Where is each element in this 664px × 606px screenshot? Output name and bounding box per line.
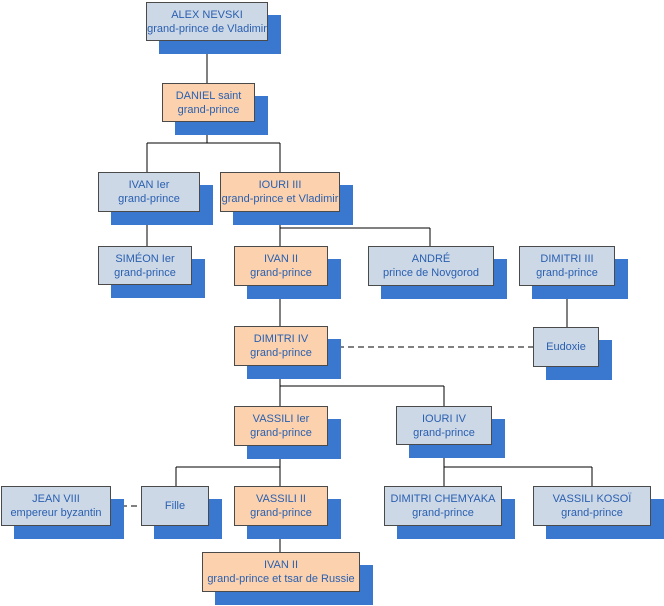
person-node-dimitri_chemyaka: DIMITRI CHEMYAKA grand-prince xyxy=(384,486,515,539)
person-node-vassili1: VASSILI Ier grand-prince xyxy=(234,406,341,459)
person-box: ANDRÉ prince de Novgorod xyxy=(368,246,494,286)
person-title: grand-prince et tsar de Russie xyxy=(207,573,355,585)
person-name: VASSILI II xyxy=(256,493,306,505)
person-title: grand-prince xyxy=(412,507,474,519)
person-title: grand-prince xyxy=(250,347,312,359)
person-name: SIMÉON Ier xyxy=(115,252,175,265)
person-node-eudoxie: Eudoxie xyxy=(533,327,612,380)
person-name: VASSILI Ier xyxy=(252,413,310,425)
person-box: VASSILI KOSOÏ grand-prince xyxy=(533,486,651,526)
person-box: VASSILI II grand-prince xyxy=(234,486,328,526)
person-title: grand-prince xyxy=(250,427,312,439)
person-title: grand-prince et Vladimir xyxy=(221,193,339,205)
person-title: grand-prince xyxy=(114,266,176,279)
person-name: Fille xyxy=(164,500,186,512)
person-box: VASSILI Ier grand-prince xyxy=(234,406,328,446)
person-node-iouri3: IOURI III grand-prince et Vladimir xyxy=(220,172,353,225)
person-name: DIMITRI IV xyxy=(253,333,309,345)
person-box: DIMITRI III grand-prince xyxy=(519,246,615,286)
person-name: DIMITRI CHEMYAKA xyxy=(390,493,496,505)
person-box: DIMITRI CHEMYAKA grand-prince xyxy=(384,486,502,526)
person-title: prince de Novgorod xyxy=(382,267,479,279)
person-name: DIMITRI III xyxy=(540,253,594,265)
person-title: grand-prince xyxy=(118,193,180,205)
person-title: grand-prince xyxy=(250,267,312,279)
person-node-ivan2a: IVAN II grand-prince xyxy=(234,246,341,299)
person-title: empereur byzantin xyxy=(10,507,102,519)
person-node-jean8: JEAN VIII empereur byzantin xyxy=(1,486,124,539)
person-box: Eudoxie xyxy=(533,327,599,367)
person-node-dimitri3: DIMITRI III grand-prince xyxy=(519,246,628,299)
person-title: grand-prince xyxy=(561,507,623,519)
person-node-ivan2b: IVAN II grand-prince et tsar de Russie xyxy=(202,552,373,605)
person-name: JEAN VIII xyxy=(32,493,80,505)
person-node-andre: ANDRÉ prince de Novgorod xyxy=(368,246,507,299)
person-title: grand-prince xyxy=(413,426,475,439)
person-box: Fille xyxy=(141,486,209,526)
person-name: IVAN Ier xyxy=(128,179,170,191)
person-name: ANDRÉ xyxy=(411,253,451,265)
person-name: DANIEL saint xyxy=(175,89,242,102)
person-name: IOURI IV xyxy=(421,412,466,425)
person-title: grand-prince xyxy=(250,507,312,519)
person-title: grand-prince xyxy=(177,103,240,116)
person-title: grand-prince de Vladimir xyxy=(147,22,267,35)
person-box: IVAN Ier grand-prince xyxy=(98,172,200,212)
person-name: Eudoxie xyxy=(546,341,586,353)
person-title: grand-prince xyxy=(536,267,598,279)
person-name: ALEX NEVSKI xyxy=(171,8,243,21)
person-box: JEAN VIII empereur byzantin xyxy=(1,486,111,526)
person-box: IVAN II grand-prince et tsar de Russie xyxy=(202,552,360,592)
person-box: IVAN II grand-prince xyxy=(234,246,328,286)
person-name: IOURI III xyxy=(258,179,302,191)
person-node-ivan1: IVAN Ier grand-prince xyxy=(98,172,213,225)
person-box: IOURI III grand-prince et Vladimir xyxy=(220,172,340,212)
person-node-vassili2: VASSILI II grand-prince xyxy=(234,486,341,539)
person-name: IVAN II xyxy=(263,253,299,265)
person-node-fille: Fille xyxy=(141,486,222,539)
person-box: DIMITRI IV grand-prince xyxy=(234,326,328,366)
person-name: VASSILI KOSOÏ xyxy=(552,493,632,505)
person-node-vassili_kosoi: VASSILI KOSOÏ grand-prince xyxy=(533,486,664,539)
person-node-dimitri4: DIMITRI IV grand-prince xyxy=(234,326,341,379)
person-name: IVAN II xyxy=(263,559,299,571)
